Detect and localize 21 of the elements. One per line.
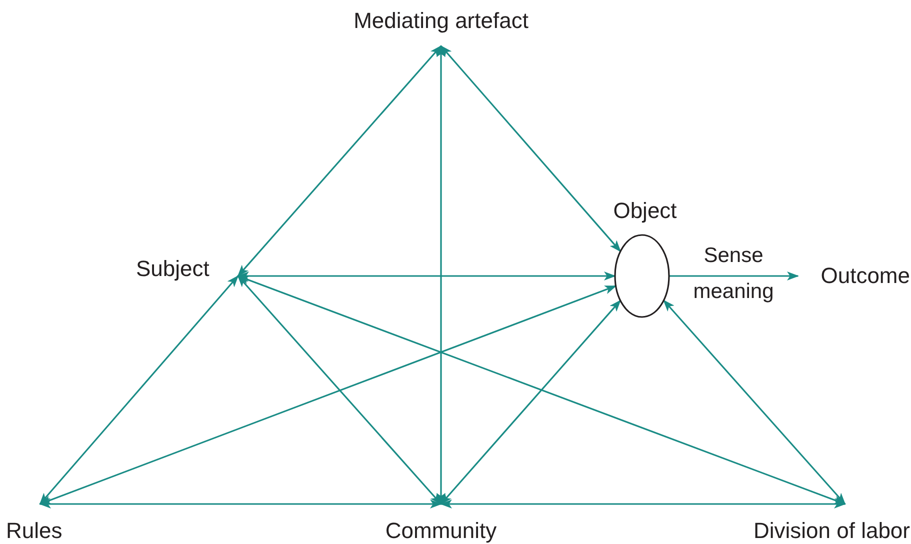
arrow bbox=[237, 272, 616, 280]
arrow bbox=[440, 300, 622, 505]
node-label: Object bbox=[612, 198, 678, 224]
node-label: Mediating artefact bbox=[330, 8, 552, 46]
arrow bbox=[39, 500, 442, 508]
arrow bbox=[237, 45, 442, 277]
arrow bbox=[669, 272, 799, 280]
arrow bbox=[237, 275, 442, 505]
node-label: Outcome bbox=[798, 262, 910, 290]
arrow bbox=[436, 45, 446, 505]
arrow bbox=[440, 500, 846, 508]
node-label: Community bbox=[370, 504, 512, 544]
node-label: Subject bbox=[136, 255, 238, 283]
arrow bbox=[440, 45, 622, 252]
arrow bbox=[237, 275, 846, 505]
arrow bbox=[39, 275, 239, 505]
arrow bbox=[663, 300, 846, 505]
node-label: Rules bbox=[6, 504, 76, 544]
node-label: Division of labor bbox=[716, 504, 910, 544]
arrow bbox=[39, 285, 617, 505]
edge-label: Sense meaning bbox=[692, 243, 775, 305]
